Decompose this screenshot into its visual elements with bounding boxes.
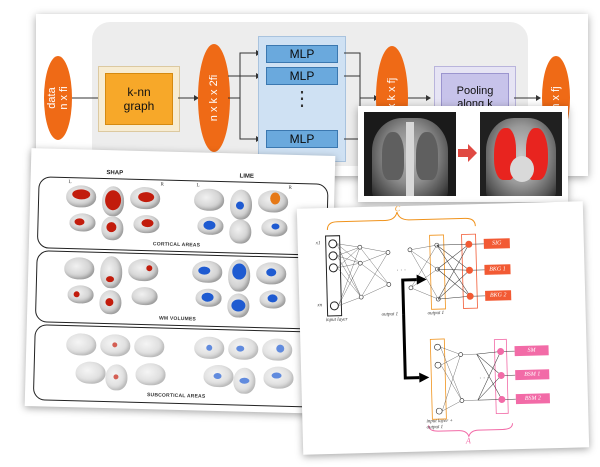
- mlp-dots: ⋮: [292, 88, 312, 110]
- bottom-output-box: [493, 338, 509, 415]
- brain-shap-c5: [101, 215, 124, 241]
- brain-lime-s1: [193, 336, 225, 360]
- brain-shap-c2: [101, 185, 125, 217]
- xray-lung-right: [416, 132, 438, 180]
- side-l-2: L: [196, 183, 200, 189]
- tag-bsm1: BSM 1: [515, 369, 550, 381]
- arrow-pool-to-out: [514, 95, 541, 101]
- brain-lime-c5: [229, 219, 252, 244]
- brain-shap-s2: [100, 333, 131, 357]
- brain-lime-c4: [197, 216, 224, 236]
- brain-lime-c2: [229, 189, 253, 220]
- brain-lime-c6: [261, 218, 288, 237]
- xray-spine: [406, 122, 414, 196]
- mlp-group: MLP MLP ⋮ MLP: [258, 36, 346, 162]
- svg-text:· · ·: · · ·: [396, 267, 406, 274]
- brain-shap-c1: [65, 184, 97, 208]
- data-node-label: data: [46, 87, 58, 109]
- brain-lime-c1: [193, 188, 225, 212]
- brain-shap-c3: [129, 186, 161, 210]
- xray-arrow: [458, 144, 477, 162]
- brain-shap-s6: [135, 362, 166, 386]
- output-label-mid: output 1: [381, 312, 399, 318]
- input-layer-box: [325, 235, 343, 317]
- bottom-input-label: input layer + output 1: [426, 418, 453, 431]
- brain-lime-s6: [263, 366, 294, 390]
- xray-seg-heart: [510, 156, 534, 182]
- brain-lime-c3: [257, 190, 289, 213]
- knn-graph-inner: k-nn graph: [105, 73, 173, 125]
- brain-shap-w1: [64, 256, 95, 280]
- brain-lime-w2: [227, 259, 251, 292]
- x1-label: x1: [315, 241, 321, 247]
- brain-shap-s3: [133, 334, 165, 358]
- brain-lime-w6: [259, 290, 286, 309]
- brain-shap-c4: [69, 213, 96, 232]
- brain-lime-s3: [261, 338, 293, 361]
- xray-original: [364, 112, 456, 196]
- bracket-a: [428, 423, 514, 438]
- nxk-node-label: n x k x 2fi: [208, 74, 220, 122]
- tag-bkg2: BKG 2: [485, 290, 512, 301]
- brain-lime-w1: [191, 260, 223, 284]
- input-layer-label: input layer: [325, 317, 348, 324]
- arrow-knn-to-nxk: [178, 95, 199, 101]
- cortical-label: CORTICAL AREAS: [152, 241, 201, 249]
- brain-lime-s5: [233, 367, 256, 395]
- bracket-a-label: A: [465, 436, 471, 446]
- tag-sig: SIG: [483, 238, 510, 249]
- knn-graph-box: k-nn graph: [98, 66, 180, 132]
- xray-lung-left: [382, 132, 404, 180]
- tag-sm: SM: [514, 345, 549, 357]
- brain-lime-s2: [227, 337, 259, 361]
- brain-shap-s5: [105, 364, 128, 391]
- brain-shap-s1: [66, 333, 97, 356]
- mlp-box-2: MLP: [266, 67, 338, 85]
- hidden-layer-1: [336, 243, 389, 306]
- brain-shap-w6: [131, 286, 158, 306]
- side-r-2: R: [288, 185, 292, 191]
- fanout-arrows: [228, 50, 261, 142]
- mlp-box-3: MLP: [266, 130, 338, 148]
- brain-shap-s4: [75, 361, 106, 385]
- brain-lime-w5: [227, 293, 250, 318]
- arrow-nxkf-to-pool: [408, 95, 431, 101]
- xray-segmented: [480, 112, 562, 196]
- wm-label: WM VOLUMES: [158, 315, 197, 323]
- bottom-input-box: [429, 338, 447, 420]
- brain-shap-w4: [67, 285, 94, 304]
- network-svg: · · ·: [325, 212, 516, 438]
- tag-bkg1: BKG 1: [484, 264, 511, 275]
- tag-bsm2: BSM 2: [515, 393, 551, 405]
- brain-figure-card: SHAP LIME L R L R CORTICAL AREAS WM VOLU…: [24, 148, 336, 414]
- brain-lime-s4: [203, 364, 234, 388]
- top-output-box: [461, 233, 478, 309]
- brain-shap-w5: [99, 289, 122, 315]
- brain-shap-w3: [127, 258, 159, 282]
- shap-title: SHAP: [106, 170, 124, 177]
- network-diagram-card: · · ·: [296, 201, 590, 455]
- side-r-1: R: [160, 182, 164, 188]
- thick-arrow: [401, 278, 417, 315]
- side-l-1: L: [68, 180, 72, 186]
- bracket-c: [326, 212, 476, 231]
- brain-lime-w4: [195, 288, 222, 308]
- output1-box: [429, 234, 446, 310]
- lime-title: LIME: [239, 173, 255, 180]
- output-label-top: output 1: [427, 310, 445, 317]
- mlp-box-1: MLP: [266, 45, 338, 63]
- svg-text:· · ·: · · ·: [479, 375, 489, 382]
- brain-shap-w2: [99, 255, 123, 289]
- data-node-sub: n x fi: [58, 86, 70, 110]
- xray-card: [358, 106, 568, 202]
- bracket-c-label: C: [394, 204, 401, 214]
- brain-shap-c6: [133, 214, 160, 234]
- brain-lime-w3: [255, 261, 287, 285]
- knn-graph-label: k-nn graph: [123, 85, 155, 113]
- nxk-node: n x k x 2fi: [198, 44, 230, 152]
- xn-label: xn: [317, 303, 323, 309]
